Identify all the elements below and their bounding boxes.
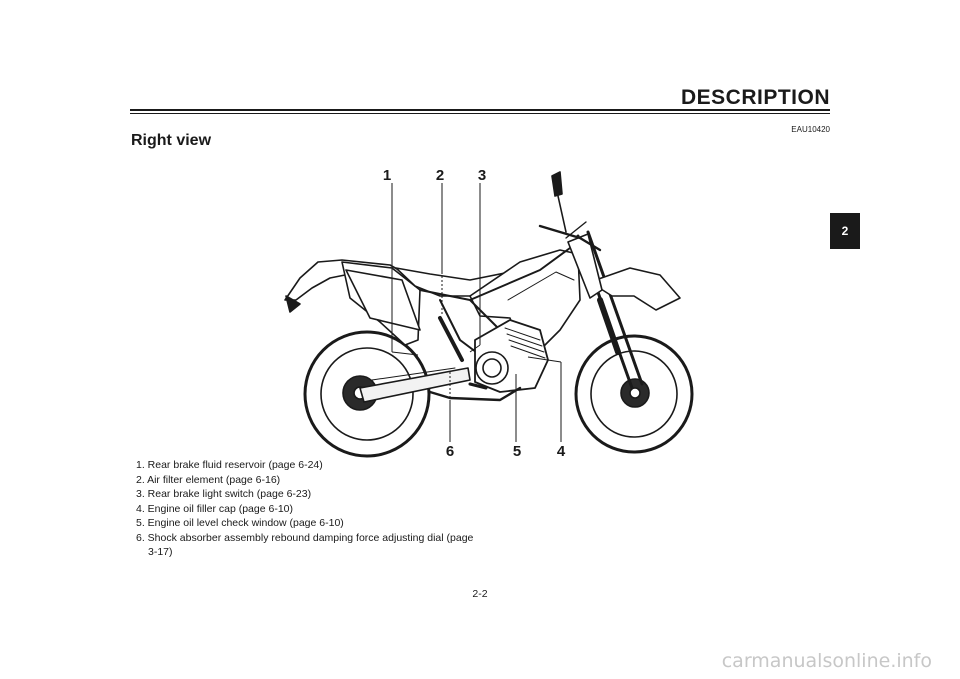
legend-item: 4. Engine oil filler cap (page 6-10) (136, 502, 294, 515)
callout-1: 1 (383, 167, 391, 184)
legend-item: 2. Air filter element (page 6-16) (136, 473, 281, 486)
section-code: EAU10420 (791, 125, 830, 134)
rear-shock (438, 316, 464, 362)
fork-leg (597, 297, 621, 355)
exhaust-pipe (428, 386, 522, 402)
cylinder-fins (504, 327, 546, 359)
callout-5: 5 (513, 443, 521, 460)
callout-4: 4 (557, 443, 566, 460)
fuel-tank-shroud (469, 249, 581, 351)
leader-line-3-tip (469, 344, 481, 353)
callout-2: 2 (436, 167, 444, 184)
front-hub (629, 387, 641, 399)
section-title: Right view (131, 132, 212, 149)
front-fender (589, 267, 681, 311)
legend-item: 1. Rear brake fluid reservoir (page 6-24… (136, 459, 323, 471)
parts-legend: 1. Rear brake fluid reservoir (page 6-24… (136, 458, 478, 560)
leader-line-4-tip (527, 356, 562, 363)
front-number-plate (567, 233, 603, 299)
callout-3: 3 (478, 167, 486, 184)
rear-tire (303, 330, 431, 458)
header-rule (130, 109, 830, 111)
front-rim (590, 350, 678, 438)
legend-item: 6. Shock absorber assembly rebound dampi… (136, 531, 474, 559)
callout-6: 6 (446, 443, 454, 460)
shroud-edge (507, 271, 575, 301)
leader-line-1-tip (391, 351, 419, 356)
handlebar (538, 224, 602, 252)
page-header-title: DESCRIPTION (680, 86, 830, 109)
page-number: 2-2 (472, 588, 488, 600)
engine-cover-inner (482, 358, 502, 378)
front-tire (574, 334, 694, 454)
motorcycle-drawing (284, 171, 694, 458)
watermark: carmanualsonline.info (721, 650, 932, 672)
swingarm (359, 367, 471, 403)
legend-item: 3. Rear brake light switch (page 6-23) (136, 488, 312, 500)
mirror-stem (557, 195, 567, 233)
muffler (345, 269, 421, 331)
rear-rim (320, 347, 414, 441)
footpeg (468, 382, 488, 390)
brake-lever (565, 221, 587, 239)
chain-guard (371, 367, 456, 381)
license-plate-bracket (285, 295, 301, 313)
legend-item: 5. Engine oil level check window (page 6… (136, 517, 344, 529)
header-rule-thin (130, 113, 830, 114)
mirror (551, 171, 563, 197)
engine-cover (475, 351, 509, 385)
chapter-tab: 2 (830, 213, 860, 249)
leader-lines (391, 183, 562, 442)
